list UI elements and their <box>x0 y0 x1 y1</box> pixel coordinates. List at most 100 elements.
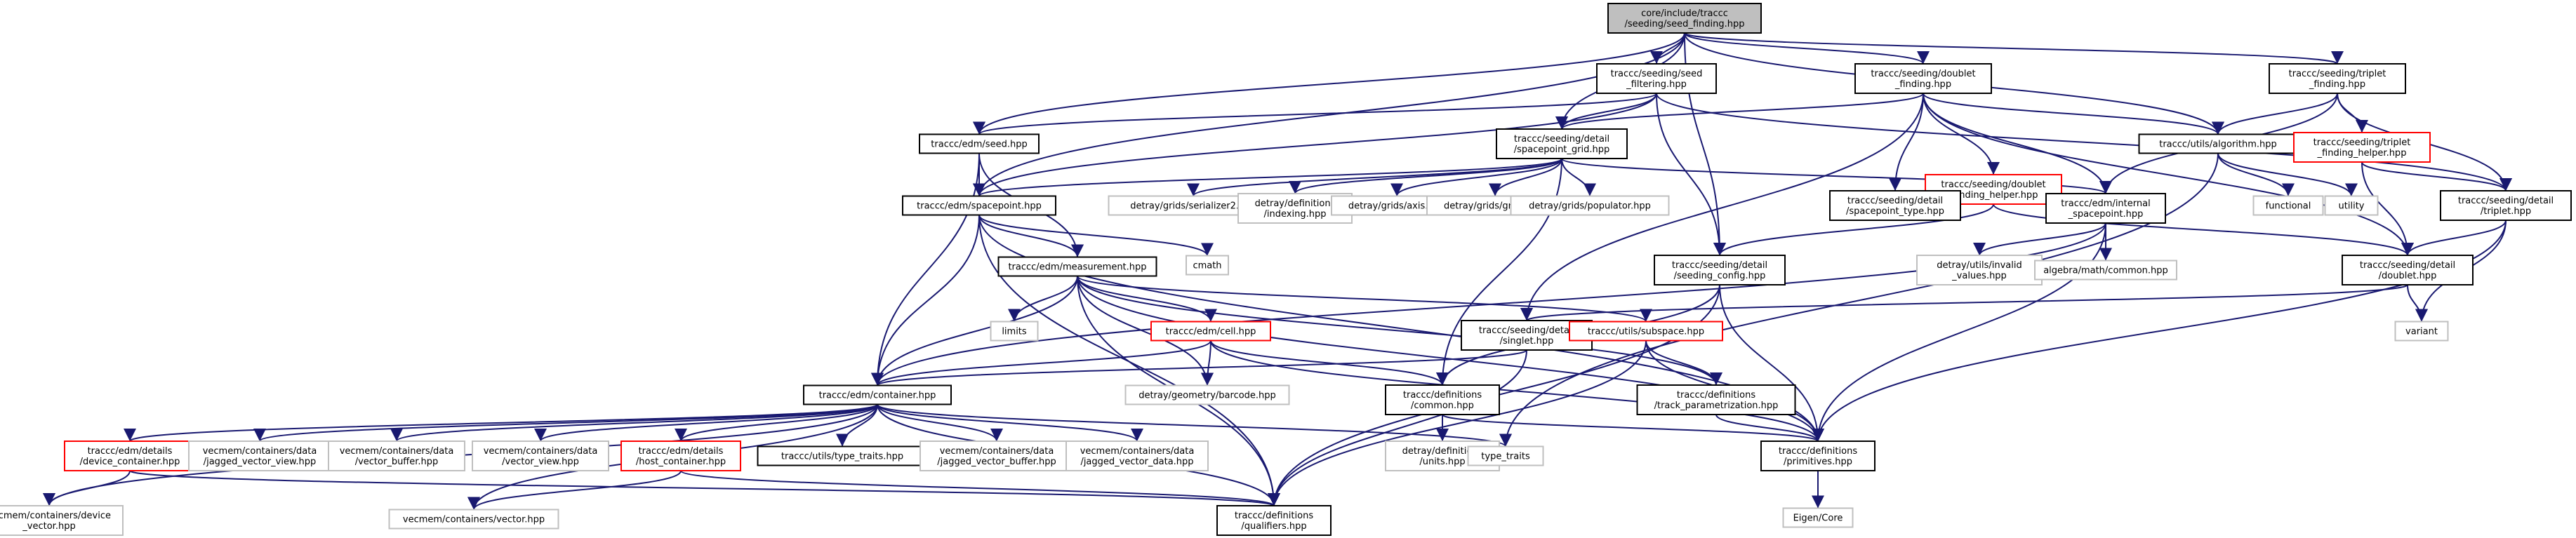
node-box <box>990 321 1039 342</box>
edge-doublet_finding-to-doublet <box>1923 93 2414 256</box>
node-label: detray/definitions <box>1255 199 1336 209</box>
node-box <box>1829 190 1961 221</box>
edge-spacepoint_grid-to-axis <box>1390 158 1562 196</box>
node-label: Eigen/Core <box>1793 513 1843 524</box>
node-track-param[interactable]: traccc/definitions/track_parametrization… <box>1636 384 1796 415</box>
node-def-common[interactable]: traccc/definitions/common.hpp <box>1385 384 1500 415</box>
edge-seed_filtering-to-seed <box>973 93 1657 135</box>
edge-cell-to-container <box>871 340 1211 386</box>
node-label: traccc/seeding/detail <box>1847 196 1943 206</box>
node-label: cmath <box>1193 261 1221 271</box>
node-host-container[interactable]: traccc/edm/details/host_container.hpp <box>620 441 741 471</box>
node-triplet[interactable]: traccc/seeding/detail/triplet.hpp <box>2440 190 2572 221</box>
edge-spacepoint_grid-to-internal_spacepoint <box>1561 158 2112 194</box>
node-spacepoint-grid[interactable]: traccc/seeding/detail/spacepoint_grid.hp… <box>1496 128 1628 159</box>
node-label: _vector.hpp <box>22 521 75 532</box>
node-doublet[interactable]: traccc/seeding/detail/doublet.hpp <box>2342 255 2474 285</box>
node-label: _finding_helper.hpp <box>2317 148 2407 159</box>
node-device-vector: vecmem/containers/device_vector.hpp <box>0 505 124 536</box>
node-label: traccc/seeding/detail <box>2458 196 2554 206</box>
node-primitives[interactable]: traccc/definitions/primitives.hpp <box>1760 441 1875 471</box>
node-measurement[interactable]: traccc/edm/measurement.hpp <box>997 256 1157 277</box>
node-box <box>803 384 952 405</box>
edge-container-to-jagged_vector_buffer <box>877 404 1003 442</box>
node-barcode: detray/geometry/barcode.hpp <box>1124 384 1290 405</box>
edge-doublet-to-variant <box>2407 284 2428 322</box>
node-label: traccc/seeding/doublet <box>1871 69 1975 79</box>
node-triplet-finding[interactable]: traccc/seeding/triplet_finding.hpp <box>2269 63 2406 94</box>
edge-container-to-vector_view <box>534 403 878 442</box>
edge-spacepoint-to-measurement <box>978 215 1084 257</box>
node-root[interactable]: core/include/traccc/seeding/seed_finding… <box>1607 3 1762 34</box>
edge-doublet_finding-to-doublet_finding_helper <box>1923 93 2000 175</box>
node-cmath: cmath <box>1186 255 1229 276</box>
node-box <box>919 133 1040 154</box>
node-label: traccc/definitions <box>1235 511 1313 521</box>
node-box <box>2252 195 2324 216</box>
edge-seed_filtering-to-seeding_config <box>1656 93 1726 256</box>
node-box <box>2045 193 2166 224</box>
node-label: traccc/utils/type_traits.hpp <box>781 452 903 462</box>
edge-seeding_config-to-primitives <box>1719 284 1824 442</box>
node-container[interactable]: traccc/edm/container.hpp <box>803 384 952 405</box>
node-cell[interactable]: traccc/edm/cell.hpp <box>1150 321 1271 342</box>
node-label: vecmem/containers/data <box>940 446 1054 457</box>
node-label: /triplet.hpp <box>2481 206 2531 217</box>
node-type-traits: type_traits <box>1467 445 1544 466</box>
edge-triplet-to-doublet <box>2401 220 2507 256</box>
edge-spacepoint_grid-to-indexing <box>1289 158 1562 194</box>
node-label: detray/grids/axis.hpp <box>1348 201 1445 212</box>
node-doublet-finding[interactable]: traccc/seeding/doublet_finding.hpp <box>1854 63 1992 94</box>
node-label: _filtering.hpp <box>1626 79 1687 90</box>
node-box <box>1216 505 1332 536</box>
node-box <box>188 441 331 471</box>
node-label: detray/definitions <box>1402 446 1483 457</box>
node-populator: detray/grids/populator.hpp <box>1510 195 1670 216</box>
node-box <box>919 441 1074 471</box>
node-box <box>1496 128 1628 159</box>
node-box <box>2342 255 2474 285</box>
node-label: vecmem/containers/data <box>340 446 454 457</box>
node-label: _finding.hpp <box>1894 79 1951 90</box>
node-jagged-vector-view: vecmem/containers/data/jagged_vector_vie… <box>188 441 331 471</box>
node-label: detray/utils/invalid <box>1937 260 2021 271</box>
node-spacepoint[interactable]: traccc/edm/spacepoint.hpp <box>902 195 1056 216</box>
edge-container-to-jagged_vector_data <box>877 404 1143 442</box>
node-subspace[interactable]: traccc/utils/subspace.hpp <box>1569 321 1723 342</box>
edge-measurement-to-track_param <box>1077 276 1722 386</box>
node-label: /jagged_vector_buffer.hpp <box>937 457 1056 467</box>
edge-container-to-host_container <box>675 404 878 442</box>
node-label: /jagged_vector_data.hpp <box>1080 457 1193 467</box>
edge-triplet_finding-to-algorithm <box>2212 93 2338 135</box>
node-label: _values.hpp <box>1951 271 2007 281</box>
node-label: traccc/edm/details <box>639 446 724 457</box>
node-type-traits-utils[interactable]: traccc/utils/type_traits.hpp <box>757 445 928 466</box>
node-label: traccc/seeding/detail <box>1672 260 1767 271</box>
node-label: traccc/seeding/doublet <box>1941 180 2045 190</box>
edge-spacepoint_grid-to-spacepoint <box>973 158 1562 197</box>
node-seed[interactable]: traccc/edm/seed.hpp <box>919 133 1040 154</box>
edge-host_container-to-vecmem_vector <box>467 470 682 510</box>
node-box <box>1065 441 1209 471</box>
node-triplet-finding-helper[interactable]: traccc/seeding/triplet_finding_helper.hp… <box>2293 132 2431 163</box>
node-label: /singlet.hpp <box>1500 336 1554 347</box>
node-qualifiers[interactable]: traccc/definitions/qualifiers.hpp <box>1216 505 1332 536</box>
node-device-container[interactable]: traccc/edm/details/device_container.hpp <box>64 441 196 471</box>
edge-container-to-device_container <box>124 403 878 442</box>
node-seed-filtering[interactable]: traccc/seeding/seed_filtering.hpp <box>1596 63 1717 94</box>
node-box <box>2440 190 2572 221</box>
node-spacepoint-type[interactable]: traccc/seeding/detail/spacepoint_type.hp… <box>1829 190 1961 221</box>
node-label: vecmem/containers/data <box>484 446 598 457</box>
edge-doublet_finding-to-spacepoint_type <box>1889 93 1924 191</box>
edge-measurement-to-primitives <box>1077 276 1824 442</box>
edge-root-to-doublet_finding <box>1684 32 1930 65</box>
node-seeding-config[interactable]: traccc/seeding/detail/seeding_config.hpp <box>1654 255 1786 285</box>
node-singlet[interactable]: traccc/seeding/detail/singlet.hpp <box>1461 320 1593 351</box>
node-label: vecmem/containers/device <box>0 511 111 521</box>
node-algorithm[interactable]: traccc/utils/algorithm.hpp <box>2138 133 2298 154</box>
edge-measurement-to-barcode <box>1077 276 1214 386</box>
node-internal-spacepoint[interactable]: traccc/edm/internal_spacepoint.hpp <box>2045 193 2166 224</box>
node-box <box>2269 63 2406 94</box>
node-box <box>997 256 1157 277</box>
